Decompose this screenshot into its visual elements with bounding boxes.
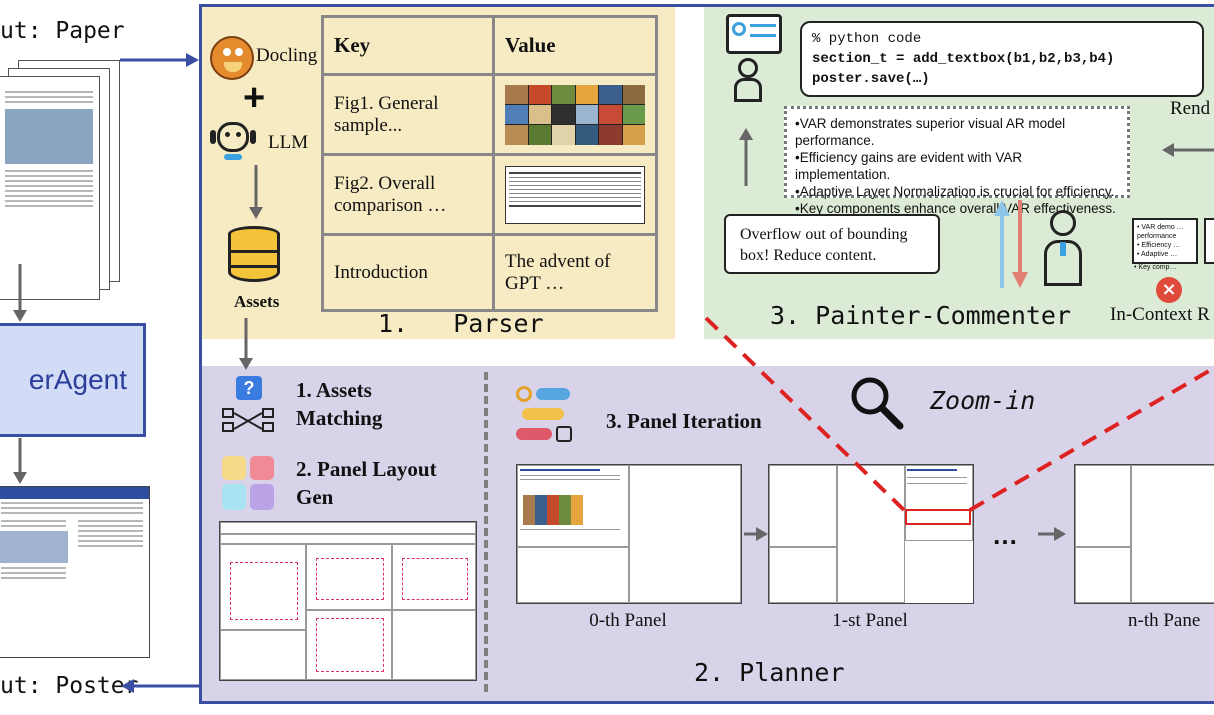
magnifier-icon (851, 377, 904, 430)
painter-title: 3. Painter-Commenter (770, 301, 1072, 330)
sample-images-thumbnail (505, 84, 645, 145)
paper-page (0, 76, 100, 300)
table-row-key: Fig1. General sample... (321, 73, 495, 156)
resize-arrows (994, 200, 1028, 288)
zoom-in-label: Zoom-in (930, 386, 1036, 415)
up-arrow (739, 128, 753, 186)
table-header-key: Key (321, 15, 495, 76)
incontext-label: In-Context R (1110, 304, 1210, 325)
agent-box: erAgent (0, 323, 146, 437)
code-comment: % python code (812, 31, 922, 47)
table-row-value-figure (492, 153, 658, 236)
bullet-line: •Efficiency gains are evident with VAR i… (795, 150, 1023, 182)
mini-bullet: performance (1137, 233, 1177, 240)
layout-preview (219, 521, 477, 681)
code-line: section_t = add_textbox(b1,b2,b3,b4) (812, 51, 1115, 67)
llm-robot-icon (210, 118, 256, 164)
iteration-arrow (744, 527, 768, 541)
llm-to-assets-arrow (249, 165, 263, 219)
output-label: ut: Poster (0, 673, 139, 699)
layout-gen-icon (222, 456, 276, 512)
question-mark: ? (236, 376, 262, 400)
ellipsis: … (992, 520, 1018, 550)
textbox-bullets: •VAR demonstrates superior visual AR mod… (784, 106, 1130, 216)
panel-iteration-label: 3. Panel Iteration (606, 409, 762, 433)
panel-label: 0-th Panel (589, 610, 667, 631)
mini-bullet: • VAR demo … (1137, 224, 1184, 231)
docling-icon (210, 36, 254, 80)
incontext-example-box-2 (1204, 218, 1214, 264)
layout-gen-label: 2. Panel Layout Gen (296, 457, 437, 509)
assets-matching-label: 1. Assets Matching (296, 378, 383, 430)
panel-label: 1-st Panel (832, 610, 908, 631)
mini-bullet: • Efficiency … (1137, 242, 1181, 249)
panel-label: n-th Pane (1128, 610, 1201, 631)
table-row-key: Fig2. Overall comparison … (321, 153, 495, 236)
assets-label: Assets (234, 292, 280, 311)
render-arrow (1162, 143, 1214, 157)
code-bubble: % python code section_t = add_textbox(b1… (800, 21, 1204, 97)
mini-bullet-overflow: • Key comp… (1134, 264, 1177, 271)
agent-label: erAgent (28, 364, 127, 395)
input-paper-stack (0, 60, 120, 300)
panel-thumbnail (1074, 464, 1214, 604)
assets-matching-icon: ? (222, 376, 278, 434)
mini-bullet: • Adaptive … (1137, 251, 1178, 258)
highlight-box (905, 509, 971, 525)
parser-title: 1. Parser (378, 309, 544, 338)
panel-thumbnail (768, 464, 974, 604)
key-value-table: Key Value Fig1. General sample... Fig2. … (321, 15, 658, 312)
llm-label: LLM (268, 132, 309, 153)
planner-divider (484, 372, 488, 692)
bullet-line: •Key components enhance overall VAR effe… (795, 201, 1116, 216)
feedback-bubble: Overflow out of bounding box! Reduce con… (724, 214, 940, 274)
iteration-arrow (1038, 527, 1066, 541)
commenter-agent-icon (1036, 204, 1092, 286)
poster-agent-frame (199, 4, 1214, 704)
input-label: ut: Paper (0, 18, 125, 44)
docling-label: Docling (256, 45, 318, 66)
code-line: poster.save(…) (812, 71, 930, 87)
incontext-example-box: • VAR demo … performance • Efficiency … … (1132, 218, 1198, 264)
plus-sign: + (243, 77, 266, 119)
painter-agent-icon (716, 14, 786, 104)
assets-to-planner-arrow (239, 318, 253, 370)
table-header-value: Value (492, 15, 658, 76)
database-icon (228, 226, 280, 286)
table-row-key: Introduction (321, 233, 495, 312)
render-label: Rend (1170, 98, 1211, 119)
bullet-line: •Adaptive Layer Normalization is crucial… (795, 184, 1115, 199)
reject-icon: × (1156, 277, 1182, 303)
panel-thumbnail (516, 464, 742, 604)
output-poster (0, 486, 150, 658)
workflow-icon (516, 386, 576, 444)
table-row-value: The advent of GPT … (492, 233, 658, 312)
comparison-table-thumbnail (505, 165, 645, 224)
table-row-value-figure (492, 73, 658, 156)
planner-title: 2. Planner (694, 658, 845, 687)
bullet-line: •VAR demonstrates superior visual AR mod… (795, 116, 1066, 148)
